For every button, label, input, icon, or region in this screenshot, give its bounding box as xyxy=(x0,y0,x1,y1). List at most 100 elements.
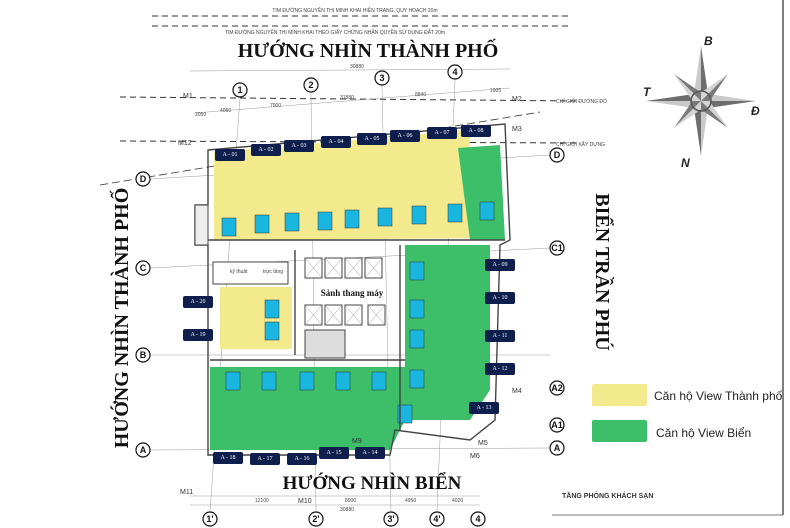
unit-label[interactable]: A - 18 xyxy=(213,452,243,464)
elevator-shaft xyxy=(344,257,363,279)
unit-label-text: A - 15 xyxy=(327,450,342,456)
bathroom xyxy=(397,404,413,424)
svg-text:A: A xyxy=(554,443,561,453)
unit-label-text: A - 11 xyxy=(493,333,508,339)
compass-east-label: Đ xyxy=(751,104,760,118)
sea-view-block-east xyxy=(405,245,490,420)
bathroom xyxy=(225,371,241,391)
legend-label-sea: Căn hộ View Biển xyxy=(656,426,751,440)
dimension-label: 30880 xyxy=(350,64,364,70)
elevator-shaft xyxy=(304,257,323,279)
unit-label[interactable]: A - 20 xyxy=(183,296,213,308)
marker-label: M9 xyxy=(352,438,362,445)
unit-label-text: A - 16 xyxy=(295,456,310,462)
dimension-label: 4060 xyxy=(220,108,231,114)
lobby-label: Sảnh thang máy xyxy=(321,288,384,298)
unit-label[interactable]: A - 15 xyxy=(319,447,349,459)
unit-label[interactable]: A - 06 xyxy=(390,130,420,142)
unit-label[interactable]: A - 07 xyxy=(427,127,457,139)
svg-text:A: A xyxy=(140,445,147,455)
marker-label: M12 xyxy=(178,140,192,147)
sea-view-block-south xyxy=(210,367,405,450)
unit-label-text: A - 09 xyxy=(493,262,508,268)
bathroom xyxy=(411,205,427,225)
unit-label[interactable]: A - 08 xyxy=(461,125,491,137)
svg-text:1: 1 xyxy=(237,85,242,95)
stair-core xyxy=(304,329,346,359)
unit-label-text: A - 14 xyxy=(363,450,378,456)
axis-marker-top: 2 xyxy=(303,77,319,93)
unit-label-text: A - 01 xyxy=(223,152,238,158)
svg-text:A2: A2 xyxy=(551,383,563,393)
unit-label[interactable]: A - 10 xyxy=(485,292,515,304)
axis-marker-bottom: 1' xyxy=(202,511,218,527)
unit-label-text: A - 05 xyxy=(365,136,380,142)
svg-text:A1: A1 xyxy=(551,420,563,430)
svg-text:2': 2' xyxy=(312,514,319,524)
axis-marker-bottom: 4 xyxy=(470,511,486,527)
unit-label[interactable]: A - 04 xyxy=(321,136,351,148)
axis-marker-bottom: 2' xyxy=(308,511,324,527)
axis-marker-right: A2 xyxy=(549,380,565,396)
svg-text:3': 3' xyxy=(387,514,394,524)
unit-label[interactable]: A - 05 xyxy=(357,133,387,145)
elevator-shaft xyxy=(364,257,383,279)
axis-marker-right: D xyxy=(549,147,565,163)
compass-north-label: B xyxy=(704,34,713,48)
room-duty-label: trực tầng xyxy=(263,269,283,275)
marker-label: M6 xyxy=(470,453,480,460)
axis-marker-left: B xyxy=(135,347,151,363)
unit-label[interactable]: A - 01 xyxy=(215,149,245,161)
unit-label-text: A - 17 xyxy=(258,456,273,462)
unit-label[interactable]: A - 12 xyxy=(485,363,515,375)
axis-marker-top: 1 xyxy=(232,82,248,98)
bathroom xyxy=(447,203,463,223)
unit-label[interactable]: A - 16 xyxy=(287,453,317,465)
unit-label[interactable]: A - 03 xyxy=(284,140,314,152)
unit-label[interactable]: A - 02 xyxy=(251,144,281,156)
bathroom xyxy=(335,371,351,391)
legend-swatch-sea xyxy=(592,420,647,442)
elevator-shaft xyxy=(344,304,363,326)
svg-text:4: 4 xyxy=(475,514,480,524)
axis-marker-right: C1 xyxy=(549,240,565,256)
axis-marker-top: 3 xyxy=(374,70,390,86)
bathroom xyxy=(221,217,237,237)
dimension-label: 30880 xyxy=(340,507,354,513)
room-technical-label: kỹ thuật xyxy=(230,269,248,275)
marker-label: M2 xyxy=(512,96,522,103)
svg-text:2: 2 xyxy=(308,80,313,90)
unit-label[interactable]: A - 17 xyxy=(250,453,280,465)
unit-label-text: A - 10 xyxy=(493,295,508,301)
elevator-shaft xyxy=(367,304,386,326)
unit-label[interactable]: A - 09 xyxy=(485,259,515,271)
dimension-label: 1905 xyxy=(490,88,501,94)
bathroom xyxy=(344,209,360,229)
unit-label[interactable]: A - 19 xyxy=(183,329,213,341)
unit-label-text: A - 07 xyxy=(435,130,450,136)
axis-marker-left: C xyxy=(135,260,151,276)
unit-label-text: A - 19 xyxy=(191,332,206,338)
bathroom xyxy=(264,299,280,319)
unit-label-text: A - 20 xyxy=(191,299,206,305)
elevator-shaft xyxy=(304,304,323,326)
compass-star-icon xyxy=(646,46,756,156)
marker-label: M5 xyxy=(478,440,488,447)
compass-west-label: T xyxy=(643,85,652,99)
dimension-label: 8840 xyxy=(415,92,426,98)
unit-label-text: A - 06 xyxy=(398,133,413,139)
build-line-label: CHỈ GIỚI XÂY DỰNG xyxy=(556,141,605,148)
elevator-core xyxy=(304,257,386,326)
legend: Căn hộ View Thành phố Căn hộ View Biển xyxy=(592,384,783,442)
bathroom xyxy=(371,371,387,391)
axis-marker-top: 4 xyxy=(447,64,463,80)
road-line-current-label: TIM ĐƯỜNG NGUYỄN THỊ MINH KHAI HIỆN TRẠN… xyxy=(272,6,437,14)
unit-label[interactable]: A - 14 xyxy=(355,447,385,459)
svg-text:C: C xyxy=(140,263,147,273)
legend-label-city: Căn hộ View Thành phố xyxy=(654,389,783,403)
unit-label[interactable]: A - 13 xyxy=(469,402,499,414)
bathroom xyxy=(264,321,280,341)
unit-label[interactable]: A - 11 xyxy=(485,330,515,342)
svg-text:4': 4' xyxy=(433,514,440,524)
